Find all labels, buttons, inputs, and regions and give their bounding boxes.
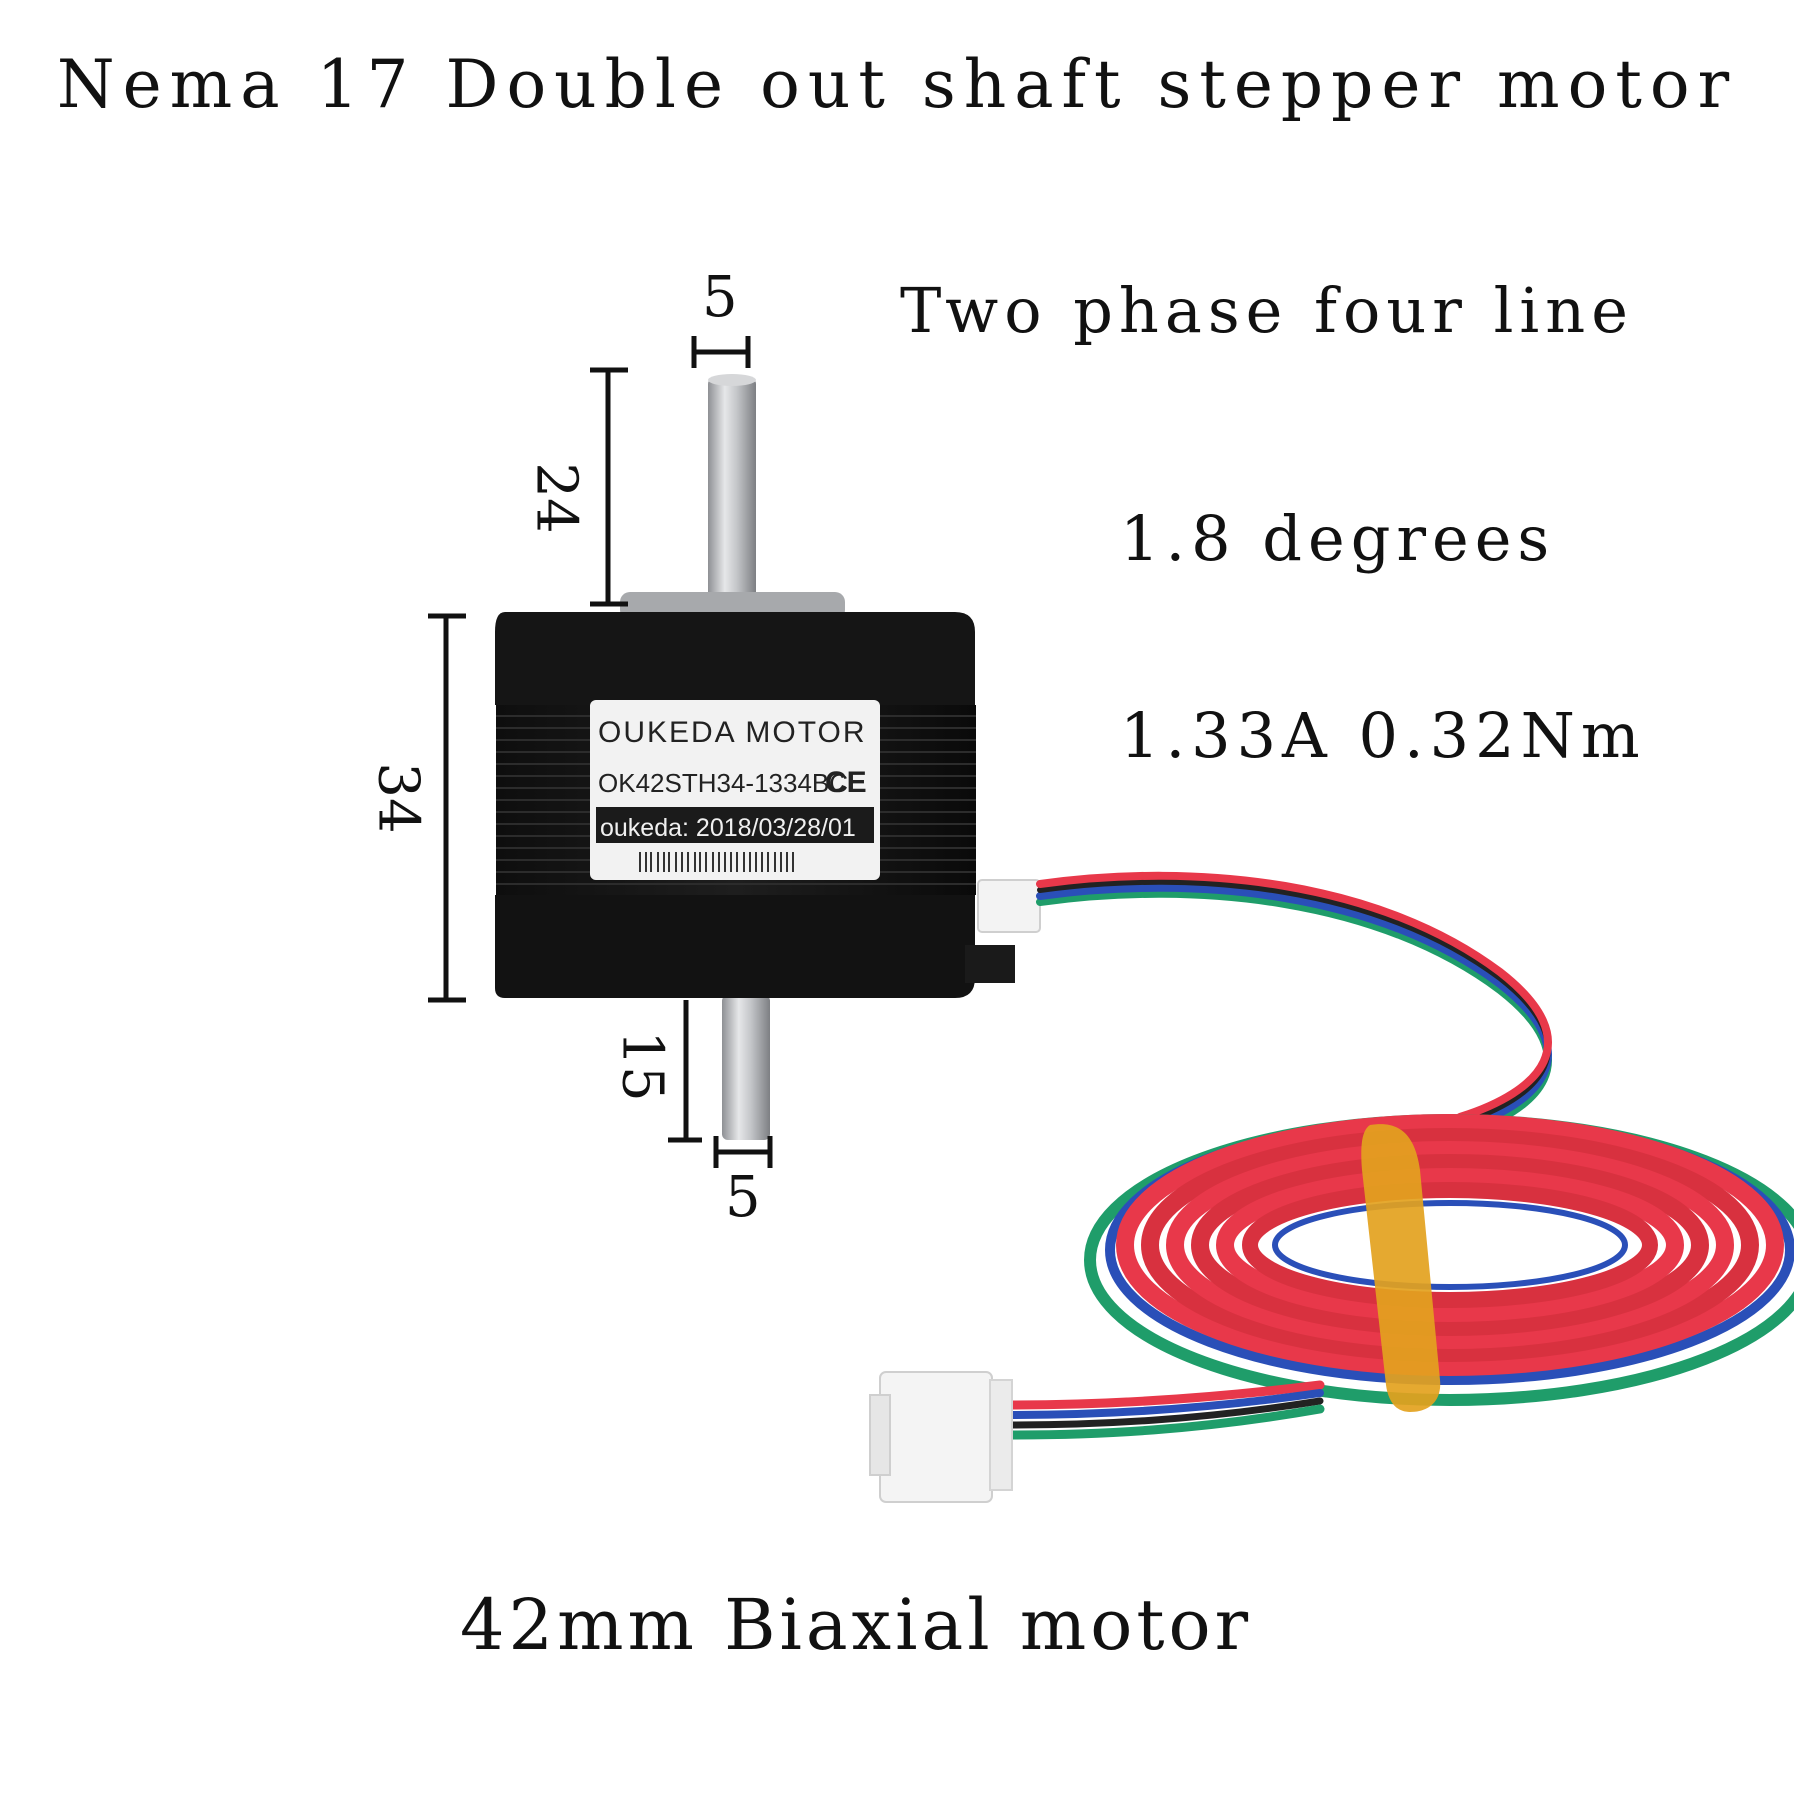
wire-end-connector (869, 1371, 1013, 1503)
dimension-body-length: 34 (365, 762, 431, 834)
bottom-shaft (722, 995, 770, 1140)
spec-phases: Two phase four line (900, 274, 1634, 347)
dimension-lines (428, 336, 773, 1168)
dimension-bottom-shaft-length: 15 (609, 1030, 675, 1102)
top-shaft (620, 374, 845, 620)
label-model: OK42STH34-1334BC (598, 768, 848, 798)
rubber-band (1361, 1124, 1441, 1412)
label-ce-mark: CE (825, 766, 867, 799)
dimension-top-shaft-length: 24 (523, 462, 589, 534)
label-date-line: oukeda: 2018/03/28/01 (600, 814, 856, 842)
label-barcode (639, 852, 794, 872)
wire-harness (1036, 871, 1552, 1139)
motor-side-connector (977, 879, 1041, 933)
spec-step-angle: 1.8 degrees (1120, 502, 1556, 575)
wire-coil (1084, 1114, 1794, 1406)
dimension-top-shaft-diameter: 5 (702, 265, 738, 330)
label-brand: OUKEDA MOTOR (598, 716, 866, 749)
wire-tail (1005, 1380, 1325, 1440)
motor-label-sticker: OUKEDA MOTOR OK42STH34-1334BC CE oukeda:… (590, 700, 880, 880)
page-title: Nema 17 Double out shaft stepper motor (56, 46, 1738, 123)
dimension-bottom-shaft-diameter: 5 (725, 1165, 761, 1230)
spec-current-torque: 1.33A 0.32Nm (1120, 699, 1646, 772)
footer-caption: 42mm Biaxial motor (460, 1584, 1253, 1666)
